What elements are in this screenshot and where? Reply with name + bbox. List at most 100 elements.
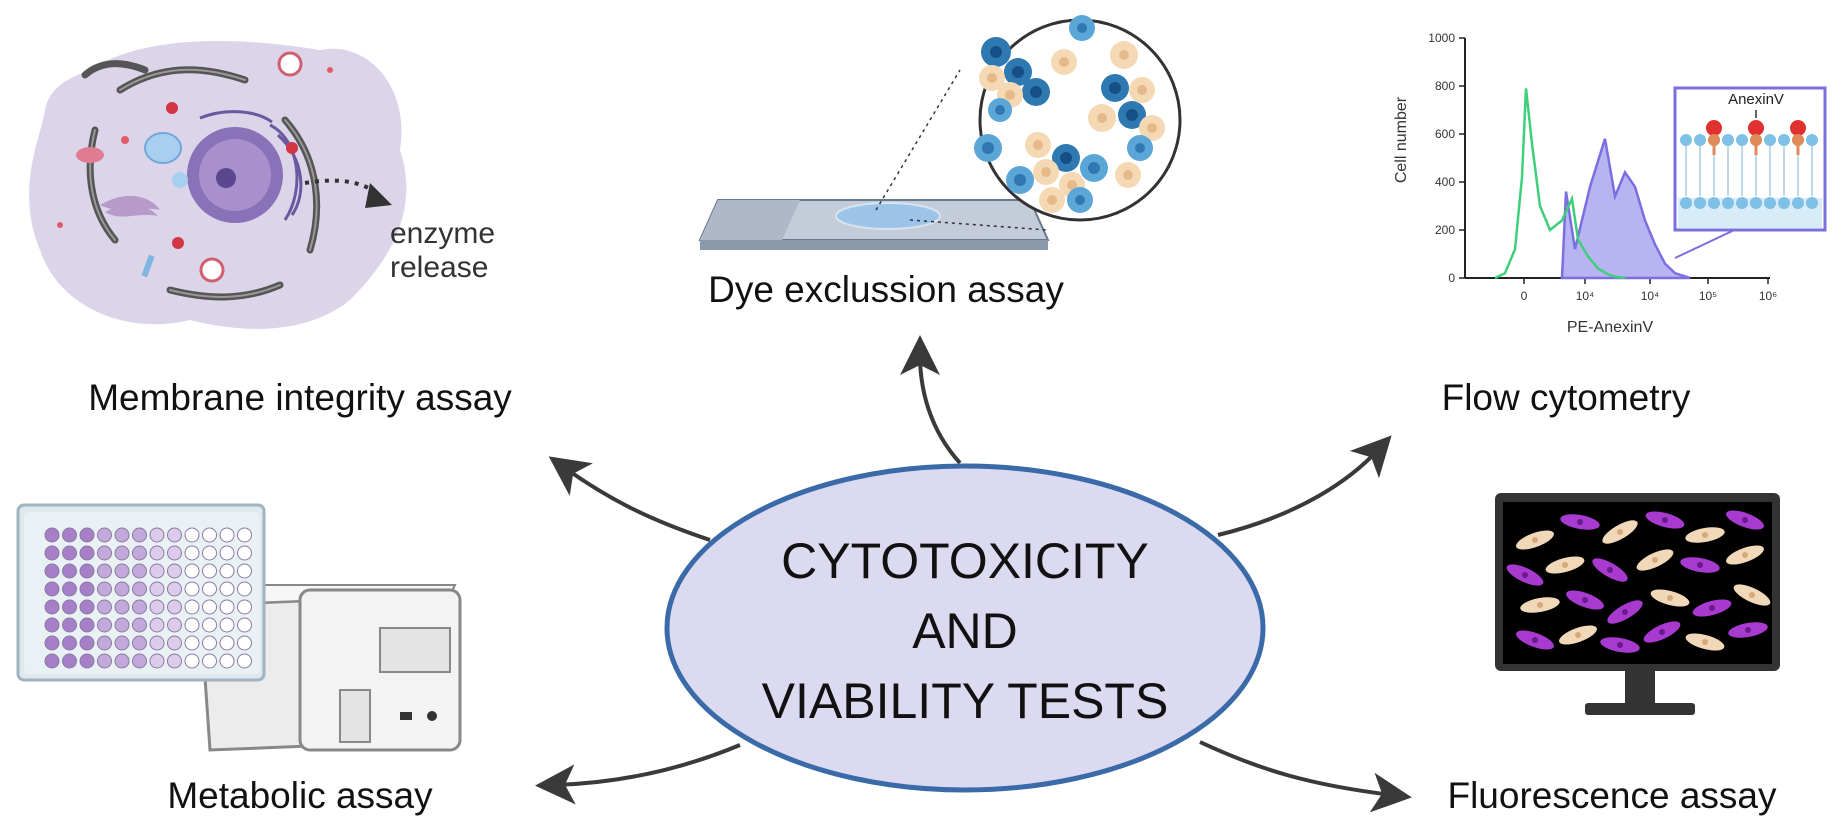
- well: [79, 599, 95, 615]
- well: [114, 635, 130, 651]
- well: [184, 617, 200, 633]
- y-tick-label: 600: [1435, 127, 1455, 141]
- monitor-screen: [1503, 502, 1772, 664]
- well: [202, 527, 217, 543]
- well: [149, 635, 165, 651]
- well: [167, 545, 182, 561]
- label-flow-cytometry: Flow cytometry: [1442, 377, 1691, 418]
- well: [202, 635, 217, 651]
- center-node: CYTOTOXICITY AND VIABILITY TESTS: [664, 463, 1266, 793]
- well: [44, 617, 60, 633]
- metabolic-illustration: [16, 503, 462, 752]
- center-ellipse: [664, 463, 1266, 793]
- series-control-line: [1494, 88, 1626, 280]
- fluorescent-cell-nucleus: [1709, 605, 1715, 611]
- x-axis-label: PE-AnexinV: [1567, 319, 1654, 336]
- well: [79, 527, 95, 543]
- fluorescent-cell-nucleus: [1577, 519, 1583, 525]
- fluorescent-cell-nucleus: [1749, 592, 1755, 598]
- fluorescent-cell-nucleus: [1582, 597, 1588, 603]
- well: [149, 581, 165, 597]
- fluorescent-cell-nucleus: [1742, 517, 1748, 523]
- well: [62, 635, 77, 651]
- y-tick-label: 1000: [1428, 31, 1455, 45]
- well: [167, 653, 182, 669]
- well: [114, 563, 130, 579]
- well: [219, 527, 235, 543]
- center-title-line3: VIABILITY TESTS: [762, 673, 1169, 729]
- anexin-markers: [1706, 110, 1806, 155]
- arrow-to-membrane: [548, 456, 711, 542]
- fluorescent-cell-nucleus: [1562, 562, 1568, 568]
- well: [44, 635, 60, 651]
- well: [97, 617, 112, 633]
- well: [167, 527, 182, 543]
- label-metabolic: Metabolic assay: [167, 775, 433, 816]
- label-membrane-integrity: Membrane integrity assay: [88, 377, 512, 418]
- well: [202, 617, 217, 633]
- fluorescent-cell-nucleus: [1532, 637, 1538, 643]
- y-tick-label: 200: [1435, 223, 1455, 237]
- well: [237, 599, 252, 615]
- arrow-to-flow: [1217, 435, 1392, 537]
- well: [62, 545, 77, 561]
- dye-illustration: [698, 15, 1182, 250]
- well: [167, 617, 182, 633]
- membrane-illustration: enzyme release: [29, 41, 495, 329]
- well: [132, 599, 147, 615]
- well: [184, 635, 200, 651]
- well: [167, 581, 182, 597]
- x-tick-label: 10⁴: [1576, 289, 1595, 303]
- x-tick-label: 10⁶: [1759, 289, 1777, 303]
- well: [219, 545, 235, 561]
- well: [62, 527, 77, 543]
- series-treated-area: [1560, 138, 1691, 280]
- slide-sample: [835, 202, 941, 230]
- cell-dots: [974, 15, 1165, 213]
- fluorescent-cell-nucleus: [1617, 529, 1623, 535]
- well: [149, 617, 165, 633]
- well: [219, 563, 235, 579]
- well: [79, 563, 95, 579]
- well: [97, 545, 112, 561]
- well: [62, 653, 77, 669]
- fluorescent-cell-nucleus: [1662, 517, 1668, 523]
- fluorescent-cell-nucleus: [1702, 639, 1708, 645]
- well: [44, 527, 60, 543]
- inset-label: AnexinV: [1728, 91, 1784, 108]
- x-tick-label: 10⁴: [1641, 289, 1660, 303]
- well: [114, 653, 130, 669]
- well: [97, 563, 112, 579]
- well: [44, 653, 60, 669]
- well: [219, 581, 235, 597]
- well: [114, 527, 130, 543]
- well: [132, 635, 147, 651]
- well: [114, 581, 130, 597]
- well: [219, 599, 235, 615]
- well: [97, 653, 112, 669]
- y-axis-label: Cell number: [1393, 96, 1410, 183]
- well: [62, 581, 77, 597]
- fluorescent-cell-nucleus: [1702, 532, 1708, 538]
- fluorescent-cell-nucleus: [1537, 602, 1543, 608]
- label-dye-exclusion: Dye exclussion assay: [708, 269, 1064, 310]
- well: [132, 617, 147, 633]
- fluorescent-cell-nucleus: [1742, 552, 1748, 558]
- arrow-to-metabolic: [535, 743, 741, 805]
- well: [44, 545, 60, 561]
- anexin-inset: AnexinV: [1673, 86, 1827, 259]
- enzyme-label-line2: release: [390, 251, 488, 284]
- well: [114, 617, 130, 633]
- well: [219, 653, 235, 669]
- well: [237, 635, 252, 651]
- well: [79, 581, 95, 597]
- well: [237, 563, 252, 579]
- well: [132, 581, 147, 597]
- well: [79, 617, 95, 633]
- well: [132, 545, 147, 561]
- well: [97, 635, 112, 651]
- fluorescent-cell-nucleus: [1745, 627, 1751, 633]
